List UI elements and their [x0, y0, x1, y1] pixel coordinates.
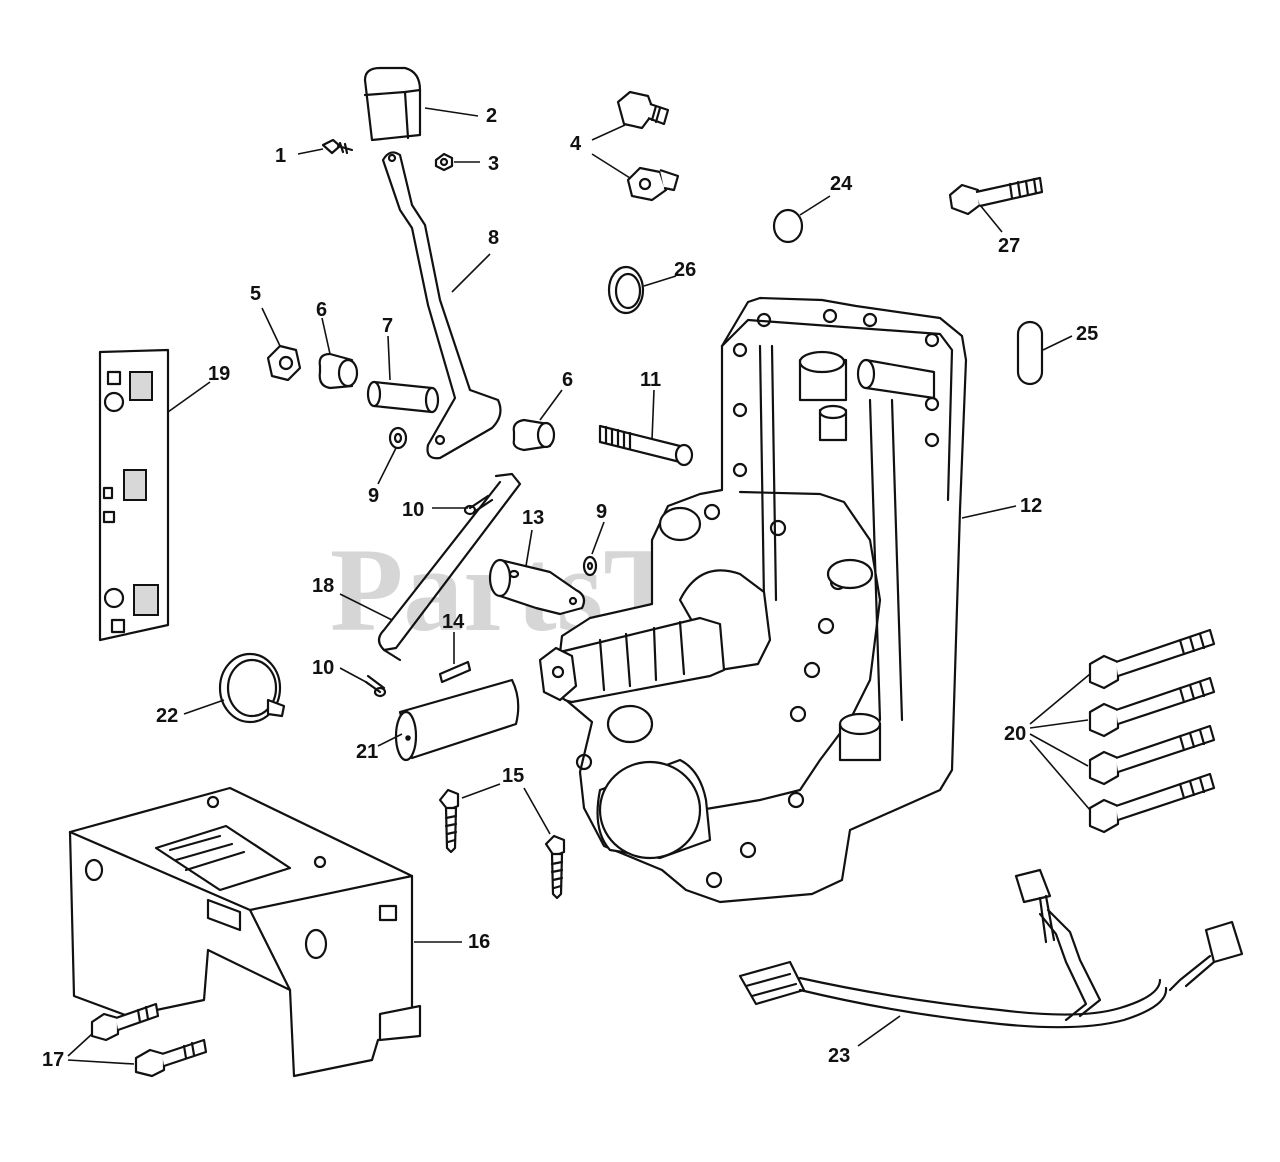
part-10-cotter-pin-upper[interactable] [463, 494, 494, 516]
part-2-knob[interactable] [363, 66, 422, 142]
part-8-lever[interactable] [381, 151, 502, 460]
callout-11: 11 [640, 369, 661, 391]
part-21-pin[interactable] [394, 678, 520, 762]
part-4-fitting-lower[interactable] [626, 166, 680, 202]
callout-14: 14 [442, 611, 465, 633]
callout-19: 19 [208, 363, 230, 385]
callout-8: 8 [488, 227, 499, 249]
callout-2: 2 [486, 105, 497, 127]
callout-10-lower: 10 [312, 657, 334, 679]
callout-10-upper: 10 [402, 499, 424, 521]
part-6-bushing-right[interactable] [512, 418, 556, 452]
callout-13: 13 [522, 507, 544, 529]
part-15-screw-left[interactable] [438, 788, 460, 854]
callout-6-right: 6 [562, 369, 573, 391]
callout-7: 7 [382, 315, 393, 337]
part-5-nut[interactable] [266, 344, 302, 382]
callout-24: 24 [830, 173, 853, 195]
callout-25: 25 [1076, 323, 1098, 345]
callout-22: 22 [156, 705, 178, 727]
part-4-fitting-upper[interactable] [616, 90, 670, 130]
callout-26: 26 [674, 259, 696, 281]
leader-lines [67, 107, 1091, 1065]
callout-16: 16 [468, 931, 490, 953]
part-27-bolt[interactable] [948, 176, 1044, 216]
part-22-snap-ring[interactable] [218, 652, 286, 724]
callout-9-right: 9 [596, 501, 607, 523]
part-14-key[interactable] [438, 660, 472, 684]
part-15-screw-right[interactable] [544, 834, 566, 900]
callout-12: 12 [1020, 495, 1042, 517]
part-20-bolt-4[interactable] [1088, 772, 1216, 834]
callout-20: 20 [1004, 723, 1026, 745]
part-17-bolt-lower[interactable] [134, 1038, 208, 1078]
part-18-shift-rod[interactable] [377, 472, 522, 662]
part-25-oval-seal[interactable] [1016, 320, 1044, 386]
callout-17: 17 [42, 1049, 64, 1071]
part-19-decal[interactable] [98, 348, 170, 642]
part-7-sleeve[interactable] [366, 380, 440, 414]
part-20-bolt-2[interactable] [1088, 676, 1216, 738]
callout-9-left: 9 [368, 485, 379, 507]
callout-18: 18 [312, 575, 334, 597]
callout-3: 3 [488, 153, 499, 175]
callout-labels: 1 2 3 4 5 6 6 7 8 9 9 10 10 11 12 13 14 … [42, 105, 1098, 1071]
part-24-o-ring[interactable] [772, 208, 804, 244]
part-20-bolt-1[interactable] [1088, 628, 1216, 690]
part-1-screw[interactable] [321, 138, 354, 155]
part-23-wiring-harness[interactable] [738, 868, 1244, 1029]
part-20-bolt-3[interactable] [1088, 724, 1216, 786]
callout-4: 4 [570, 133, 582, 155]
part-3-nut[interactable] [434, 152, 454, 172]
callout-15: 15 [502, 765, 524, 787]
part-9-washer-left[interactable] [388, 426, 408, 450]
part-17-bolt-upper[interactable] [90, 1002, 160, 1042]
part-16-bracket[interactable] [68, 786, 422, 1078]
callout-5: 5 [250, 283, 261, 305]
callout-23: 23 [828, 1045, 850, 1067]
part-9-washer-right[interactable] [582, 555, 598, 577]
callout-1: 1 [275, 145, 286, 167]
part-12-transmission-housing[interactable] [538, 296, 968, 904]
callout-6-left: 6 [316, 299, 327, 321]
callout-21: 21 [356, 741, 378, 763]
part-10-cotter-pin-lower[interactable] [364, 674, 387, 698]
part-13-shift-sleeve[interactable] [488, 558, 586, 616]
callout-27: 27 [998, 235, 1020, 257]
part-26-seal[interactable] [607, 265, 645, 315]
part-11-bolt[interactable] [598, 424, 694, 467]
part-6-bushing-left[interactable] [318, 352, 359, 390]
